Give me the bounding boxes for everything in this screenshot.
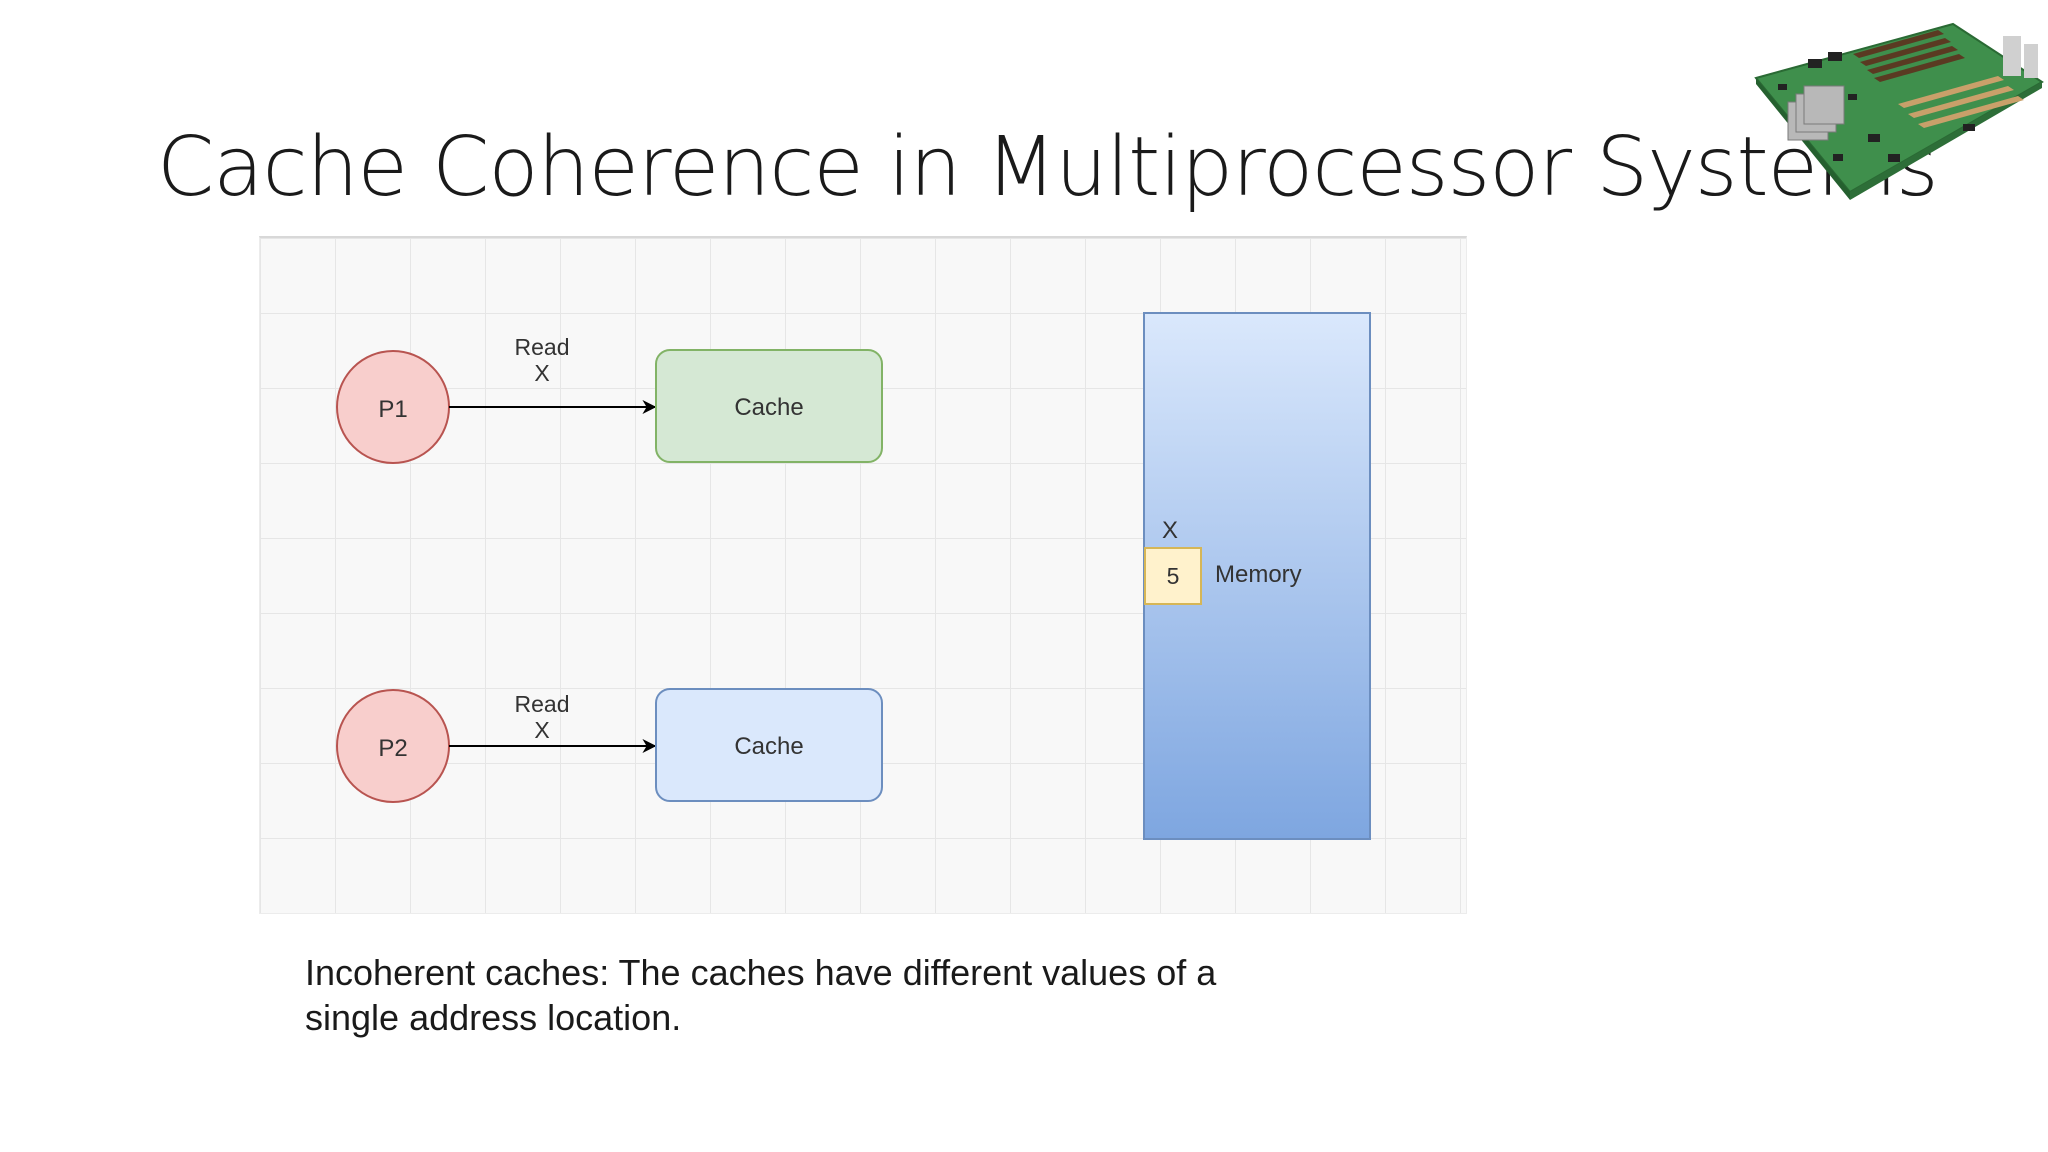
caption-line-2: single address location.	[305, 997, 682, 1038]
read-edge-p1: Read X	[449, 334, 657, 414]
circuit-board-icon	[1754, 22, 2044, 200]
caption-line-1: Incoherent caches: The caches have diffe…	[305, 952, 1217, 993]
edge-label-x: X	[534, 717, 549, 743]
slide-caption: Incoherent caches: The caches have diffe…	[305, 950, 1405, 1040]
memory-label: Memory	[1215, 561, 1302, 588]
memory-cell-address: X	[1162, 517, 1178, 544]
processor-p2-label: P2	[378, 735, 407, 762]
read-edge-p2: Read X	[449, 691, 657, 753]
slide-title: Cache Coherence in Multiprocessor System…	[157, 120, 1939, 215]
cache-p2: Cache	[655, 688, 883, 802]
edge-label-read: Read	[515, 691, 570, 717]
edge-label-x: X	[534, 360, 549, 386]
processor-p1: P1	[336, 350, 450, 464]
processor-p1-label: P1	[378, 396, 407, 423]
edge-label-read: Read	[515, 334, 570, 360]
memory-cell-x: X 5	[1144, 517, 1202, 605]
cache-p1: Cache	[655, 349, 883, 463]
cache-p2-label: Cache	[734, 733, 803, 760]
diagram: P1 Read X Cache P2 Read X	[259, 236, 1467, 914]
diagram-canvas: P1 Read X Cache P2 Read X	[336, 312, 1371, 840]
processor-p2: P2	[336, 689, 450, 803]
memory-cell-value: 5	[1167, 563, 1180, 589]
cache-p1-label: Cache	[734, 394, 803, 421]
